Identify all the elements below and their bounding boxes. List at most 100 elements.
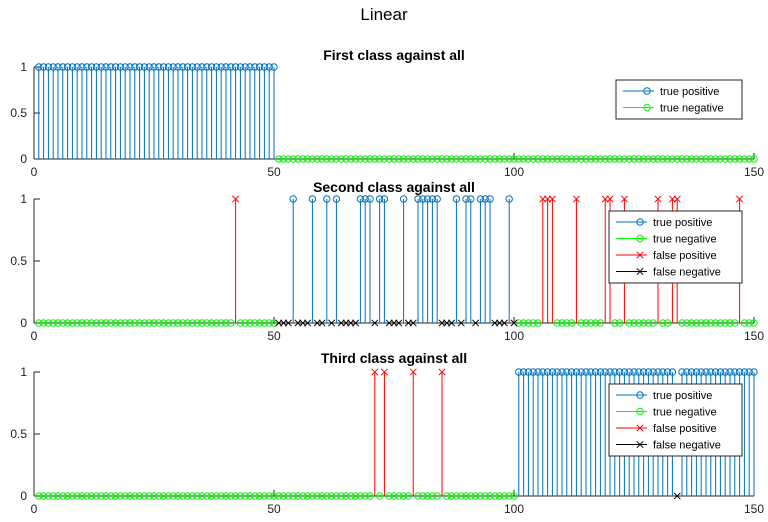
stem-marker-circle xyxy=(683,319,691,327)
stem-marker-circle xyxy=(707,155,715,163)
stem-marker-circle xyxy=(217,63,225,71)
stem-marker-circle xyxy=(131,319,139,327)
stem-marker-circle xyxy=(332,195,341,203)
stem-marker-circle xyxy=(711,155,720,163)
stem-marker-circle xyxy=(323,155,331,163)
stem-marker-circle xyxy=(620,155,629,163)
stem-marker-circle xyxy=(654,155,662,163)
stem-marker-circle xyxy=(630,319,638,327)
stem-marker-circle xyxy=(596,319,605,327)
stem-marker-circle xyxy=(563,319,571,327)
stem-marker-circle xyxy=(428,195,437,203)
stem-marker-circle xyxy=(49,492,57,500)
stem-marker-circle xyxy=(107,492,115,500)
legend-label: false negative xyxy=(653,440,721,452)
stem-marker-x xyxy=(673,492,681,500)
stem-marker-circle xyxy=(116,492,125,500)
x-tick-label: 0 xyxy=(31,165,38,179)
stem-marker-circle xyxy=(745,319,753,327)
stem-marker-circle xyxy=(452,155,461,163)
stem-marker-circle xyxy=(615,319,624,327)
stem-marker-circle xyxy=(735,155,744,163)
stem-marker-circle xyxy=(361,195,369,203)
stem-marker-circle xyxy=(707,368,715,376)
stem-marker-circle xyxy=(236,319,245,327)
stem-marker-x xyxy=(510,319,518,327)
stem-marker-circle xyxy=(452,195,461,203)
stem-marker-x xyxy=(548,195,556,203)
stem-marker-circle xyxy=(174,319,182,327)
stem-marker-circle xyxy=(716,155,725,163)
stem-marker-circle xyxy=(116,319,125,327)
stem-marker-circle xyxy=(308,195,317,203)
stem-marker-circle xyxy=(111,319,120,327)
stem-marker-circle xyxy=(587,155,595,163)
stem-marker-circle xyxy=(78,63,86,71)
series-false-negative xyxy=(275,319,518,327)
stem-marker-circle xyxy=(625,155,633,163)
stem-marker-x xyxy=(606,195,614,203)
stem-marker-x xyxy=(409,319,417,327)
stem-marker-circle xyxy=(231,492,240,500)
stem-marker-circle xyxy=(596,368,605,376)
stem-marker-circle xyxy=(687,155,696,163)
stem-marker-circle xyxy=(639,155,648,163)
stem-marker-circle xyxy=(35,319,43,327)
stem-marker-x xyxy=(448,319,456,327)
stem-marker-circle xyxy=(582,368,590,376)
stem-marker-circle xyxy=(44,492,53,500)
x-tick-label: 0 xyxy=(31,502,38,516)
stem-marker-circle xyxy=(251,63,259,71)
stem-marker-circle xyxy=(227,492,235,500)
stem-marker-circle xyxy=(414,492,422,500)
stem-marker-circle xyxy=(63,63,72,71)
legend-marker-x xyxy=(636,424,644,432)
stem-marker-circle xyxy=(255,319,264,327)
stem-marker-circle xyxy=(731,155,739,163)
stem-marker-circle xyxy=(515,368,523,376)
stem-marker-circle xyxy=(635,155,643,163)
stem-marker-circle xyxy=(207,492,216,500)
stem-marker-circle xyxy=(524,368,533,376)
stem-marker-circle xyxy=(697,368,705,376)
stem-marker-circle xyxy=(404,155,413,163)
stem-marker-circle xyxy=(366,492,374,500)
stem-marker-circle xyxy=(188,63,197,71)
legend-box xyxy=(615,79,743,120)
stem-marker-circle xyxy=(361,492,369,500)
stem-marker-circle xyxy=(68,319,77,327)
stem-marker-circle xyxy=(260,63,269,71)
stem-marker-circle xyxy=(318,155,326,163)
stem-marker-circle xyxy=(255,492,264,500)
stem-marker-circle xyxy=(303,155,312,163)
stem-marker-circle xyxy=(419,155,427,163)
stem-marker-circle xyxy=(433,155,441,163)
stem-marker-circle xyxy=(505,195,513,203)
stem-marker-circle xyxy=(491,155,499,163)
stem-marker-circle xyxy=(356,492,365,500)
stem-marker-circle xyxy=(155,63,163,71)
legend-label: false negative xyxy=(653,267,721,279)
stem-marker-circle xyxy=(644,319,653,327)
stem-marker-circle xyxy=(169,319,177,327)
stem-marker-x xyxy=(371,368,379,376)
stem-marker-circle xyxy=(68,492,77,500)
x-tick-label: 50 xyxy=(267,329,281,343)
stem-marker-x xyxy=(736,195,744,203)
stem-marker-x xyxy=(438,368,446,376)
stem-marker-circle xyxy=(543,368,552,376)
stem-marker-circle xyxy=(611,319,619,327)
x-tick-label: 50 xyxy=(267,165,281,179)
stem-marker-circle xyxy=(83,492,91,500)
stem-marker-circle xyxy=(567,319,576,327)
stem-marker-circle xyxy=(203,492,211,500)
stem-marker-circle xyxy=(212,319,221,327)
stem-marker-circle xyxy=(519,319,528,327)
stem-marker-circle xyxy=(380,155,389,163)
stem-marker-circle xyxy=(625,319,633,327)
stem-marker-circle xyxy=(265,319,273,327)
stem-marker-circle xyxy=(553,319,561,327)
stem-marker-circle xyxy=(395,155,403,163)
